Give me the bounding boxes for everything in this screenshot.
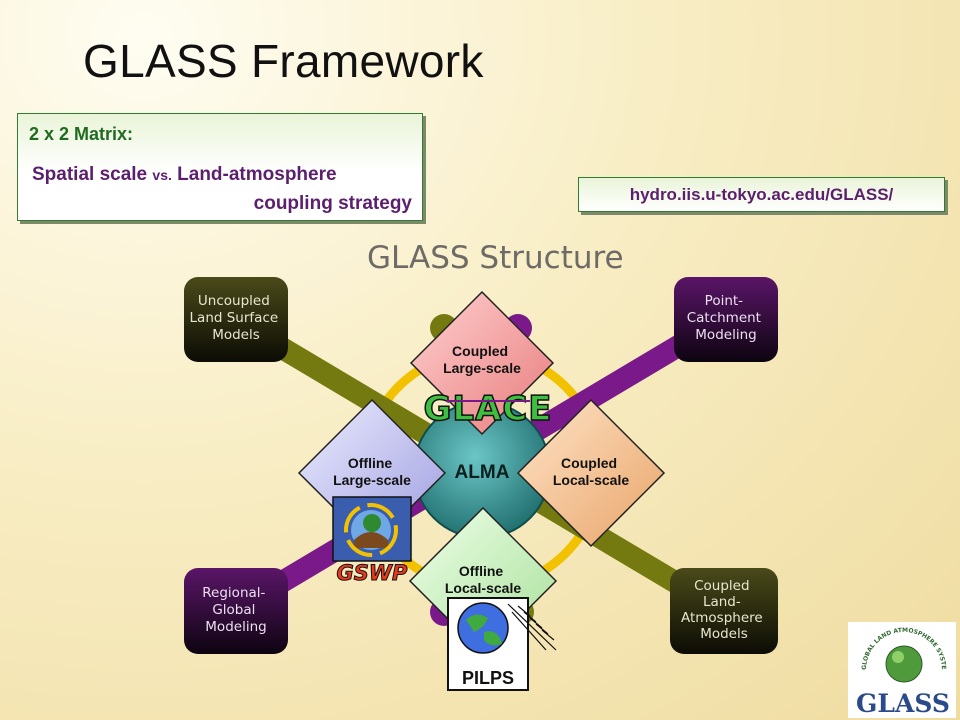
corner-bl-line-2: Global: [212, 602, 255, 618]
diagram-heading: GLASS Structure: [367, 240, 624, 276]
corner-regional-global: Regional- Global Modeling: [184, 568, 288, 654]
matrix-vs: vs.: [152, 167, 172, 183]
corner-tl-line-2: Land Surface: [190, 310, 279, 326]
svg-text:Coupled Land- Atmo: Coupled Land- Atmosphere Models: [681, 578, 767, 642]
gswp-label: GSWP: [337, 561, 409, 585]
pilps-badge: PILPS: [447, 597, 557, 691]
corner-tl-line-3: Models: [212, 327, 260, 343]
diamond-coupled-large-scale: Coupled Large-scale: [409, 290, 555, 436]
diamond-right-line-2: Local-scale: [553, 472, 629, 488]
diamond-top-line-2: Large-scale: [443, 360, 521, 376]
pilps-grid-icon: [507, 603, 557, 651]
corner-tl-line-1: Uncoupled: [198, 293, 270, 309]
diamond-coupled-local-scale: Coupled Local-scale: [516, 398, 666, 548]
corner-br-line-1: Coupled: [694, 578, 749, 594]
corner-bl-line-3: Modeling: [205, 619, 266, 635]
svg-text:Coupled Local-scale: Coupled Local-scale: [553, 455, 629, 488]
corner-coupled-models: Coupled Land- Atmosphere Models: [670, 568, 778, 654]
slide-title: GLASS Framework: [83, 35, 484, 87]
corner-br-line-3: Atmosphere: [681, 610, 763, 626]
pilps-globe-icon: [457, 602, 509, 654]
glass-logo-globe-icon: [885, 645, 923, 683]
svg-text:Point- Catchment M: Point- Catchment Modeling: [687, 293, 766, 343]
corner-uncoupled-models: Uncoupled Land Surface Models: [184, 277, 288, 362]
corner-tr-line-2: Catchment: [687, 310, 761, 326]
corner-tr-line-3: Modeling: [695, 327, 756, 343]
matrix-line-1: Spatial scale vs. Land-atmosphere: [32, 164, 337, 186]
corner-point-catchment: Point- Catchment Modeling: [674, 277, 778, 362]
svg-text:Offline Large-scale: Offline Large-scale: [333, 455, 411, 488]
matrix-heading: 2 x 2 Matrix:: [29, 124, 134, 144]
pilps-label: PILPS: [462, 668, 514, 688]
diamond-bottom-line-2: Local-scale: [445, 580, 521, 596]
diamond-left-line-2: Large-scale: [333, 472, 411, 488]
svg-text:Uncoupled Land Surface: Uncoupled Land Surface Models: [190, 293, 283, 343]
corner-tr-line-1: Point-: [705, 293, 744, 309]
diamond-right-line-1: Coupled: [561, 455, 617, 471]
corner-br-line-2: Land-: [703, 594, 741, 610]
svg-text:Coupled Large-scale: Coupled Large-scale: [443, 343, 521, 376]
matrix-line-2: coupling strategy: [253, 193, 412, 214]
glass-logo-word: GLASS: [856, 689, 950, 718]
gswp-badge: GSWP: [332, 496, 412, 586]
alma-label: ALMA: [455, 462, 510, 483]
svg-text:Offline Local-scale: Offline Local-scale: [445, 563, 521, 596]
glass-url-link[interactable]: hydro.iis.u-tokyo.ac.edu/GLASS/: [578, 177, 945, 212]
matrix-land-atmosphere: Land-atmosphere: [171, 164, 337, 185]
corner-bl-line-1: Regional-: [202, 585, 265, 601]
corner-br-line-4: Models: [700, 626, 748, 642]
svg-text:Regional- Global M: Regional- Global Modeling: [202, 585, 269, 635]
diamond-left-line-1: Offline: [348, 455, 393, 471]
diamond-bottom-line-1: Offline: [459, 563, 504, 579]
gswp-tree-icon: [363, 514, 381, 532]
matrix-spatial-scale: Spatial scale: [32, 164, 153, 185]
matrix-callout: 2 x 2 Matrix: Spatial scale vs. Land-atm…: [17, 113, 423, 221]
diamond-top-line-1: Coupled: [452, 343, 508, 359]
glace-logo: GLACE: [423, 389, 552, 429]
